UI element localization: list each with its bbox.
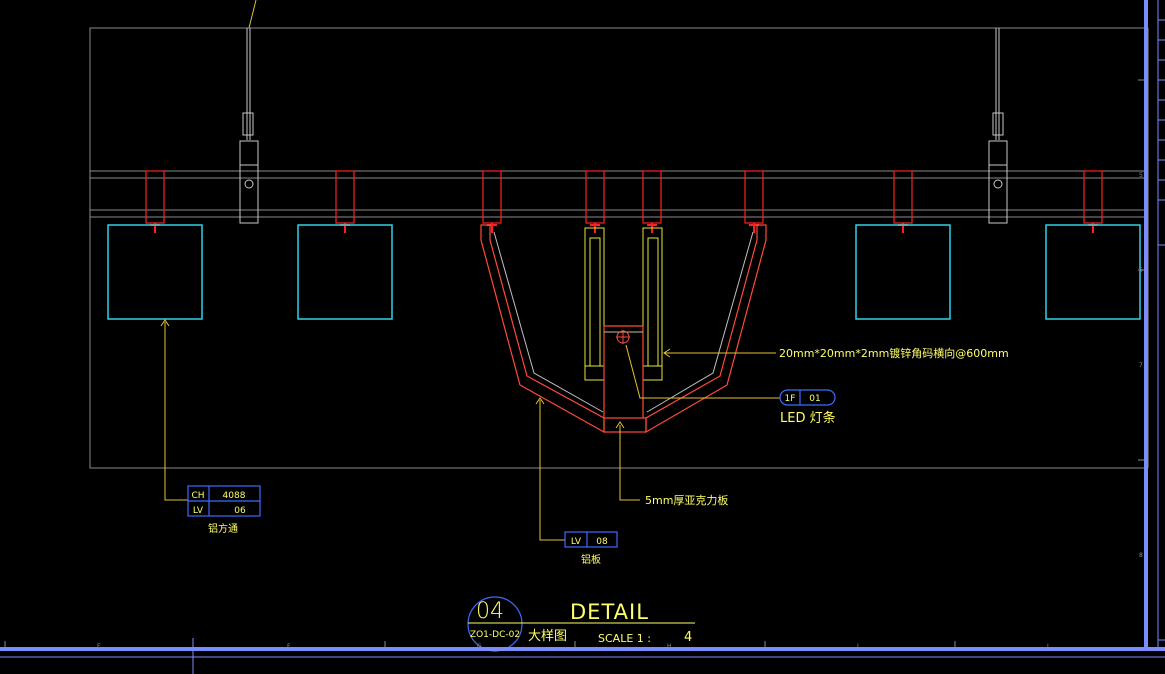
panel-tag-caption: 铝板 (581, 553, 601, 566)
tag-row2-code: LV (193, 506, 204, 516)
tag-aluminum-tube: CH 4088 LV 06 铝方通 (187, 485, 261, 535)
tag-led: 1F 01 LED 灯条 (779, 389, 836, 426)
acrylic-label: 5mm厚亚克力板 (645, 493, 728, 507)
right-tick-7: 7 (1139, 362, 1143, 369)
hanger-rod-right (988, 28, 1008, 224)
tube-clips (145, 170, 1103, 224)
led-tag-value: 01 (809, 394, 820, 404)
title-block: 04 ZO1-DC-02 DETAIL 大样图 SCALE 1 : 4 (467, 596, 695, 652)
tag-row1-code: CH (191, 491, 204, 501)
hanger-rod-left (239, 28, 259, 224)
top-leader-line (248, 0, 257, 29)
right-tick-5: 5 (1139, 172, 1143, 179)
right-tick-8: 8 (1139, 552, 1143, 559)
led-caption: LED 灯条 (780, 410, 836, 426)
angle-steel-label: 20mm*20mm*2mm镀锌角码横向@600mm (779, 346, 1009, 360)
tag-row1-value: 4088 (223, 491, 246, 501)
grid-letter-f: F (287, 643, 291, 650)
grid-letter-h: H (667, 643, 672, 650)
ceiling-outline (89, 27, 1149, 469)
grid-letter-g: G (477, 643, 482, 650)
tag-aluminum-panel: LV 08 铝板 (564, 531, 618, 566)
panel-tag-code: LV (571, 537, 582, 547)
detail-number: 04 (476, 599, 504, 624)
main-channel-rails (90, 170, 1148, 218)
scale-label: SCALE 1 : (598, 632, 651, 645)
clip-fasteners (150, 223, 1098, 233)
aluminum-tubes (107, 224, 1141, 320)
right-edge-ticks (1158, 19, 1165, 201)
grid-letter-e: E (97, 643, 101, 650)
right-tick-6: 6 (1139, 267, 1143, 274)
tag-row2-value: 06 (234, 506, 246, 516)
led-strip-icon (616, 330, 630, 344)
grid-ticks-bottom (4, 641, 956, 647)
grid-letter-j: J (1046, 643, 1049, 650)
callout-leaders (164, 322, 780, 541)
led-tag-code: 1F (785, 394, 796, 404)
leader-arrowheads (160, 319, 671, 429)
tag-caption: 铝方通 (208, 522, 238, 535)
angle-brackets (584, 227, 663, 381)
folded-aluminum-panel (480, 224, 767, 434)
grid-letters: E F G H I J (97, 643, 1049, 650)
detail-title: DETAIL (570, 600, 649, 624)
right-tick-numbers: 5 6 7 8 (1139, 172, 1143, 559)
grid-ticks-right (1138, 79, 1144, 461)
detail-subtitle: 大样图 (528, 629, 567, 644)
sheet-ref: ZO1-DC-02 (470, 630, 520, 640)
scale-value: 4 (684, 630, 692, 645)
grid-letter-i: I (857, 643, 859, 650)
panel-tag-value: 08 (596, 537, 608, 547)
